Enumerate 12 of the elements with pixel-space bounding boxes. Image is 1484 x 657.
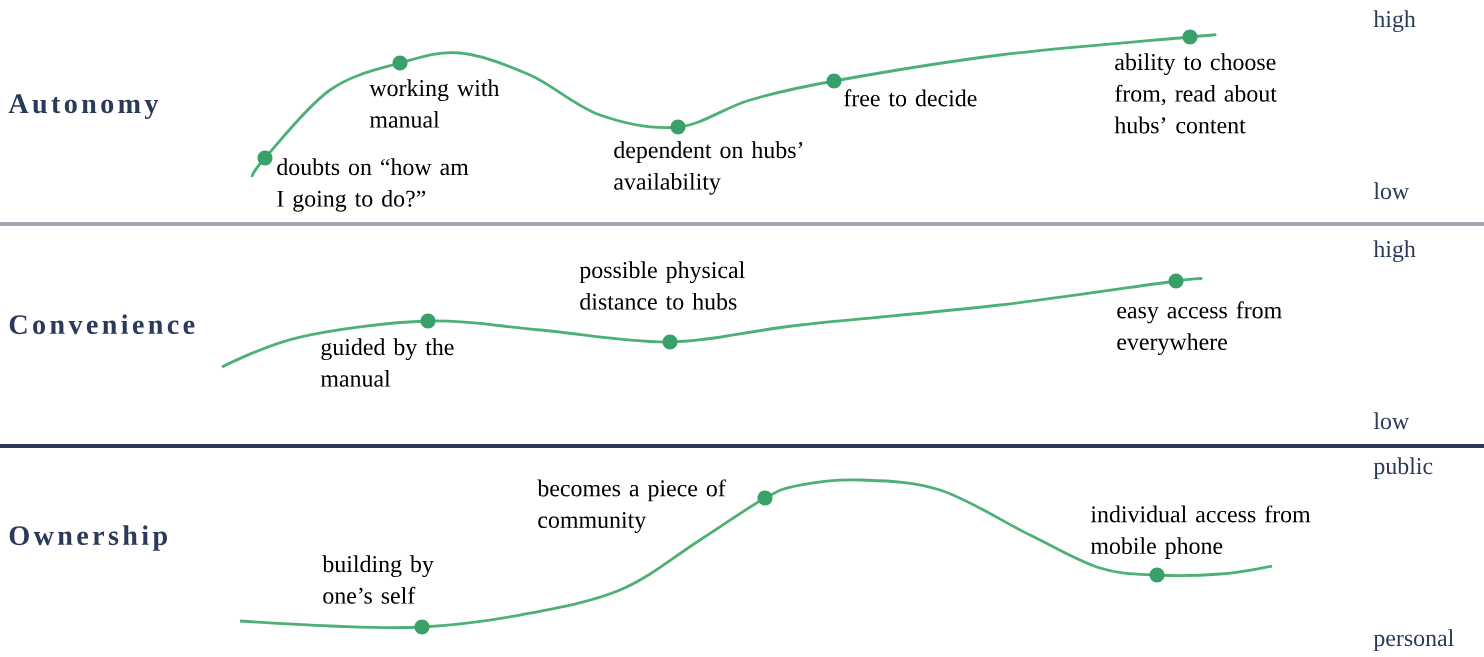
axis-label: personal — [1373, 629, 1454, 652]
axis-label: low — [1373, 412, 1410, 430]
axis-label: public — [1373, 457, 1433, 480]
row-title: Ownership — [9, 525, 167, 551]
annotation: becomes a piece of community — [537, 479, 726, 533]
axis-label: high — [1373, 10, 1416, 33]
axis-label: high — [1373, 240, 1416, 263]
annotation: individual access from mobile phone — [1090, 505, 1311, 559]
axis-label: low — [1373, 182, 1410, 200]
annotation: building by one’s self — [322, 555, 434, 604]
row-title: Autonomy — [8, 94, 159, 119]
row-title: Convenience — [9, 314, 195, 335]
